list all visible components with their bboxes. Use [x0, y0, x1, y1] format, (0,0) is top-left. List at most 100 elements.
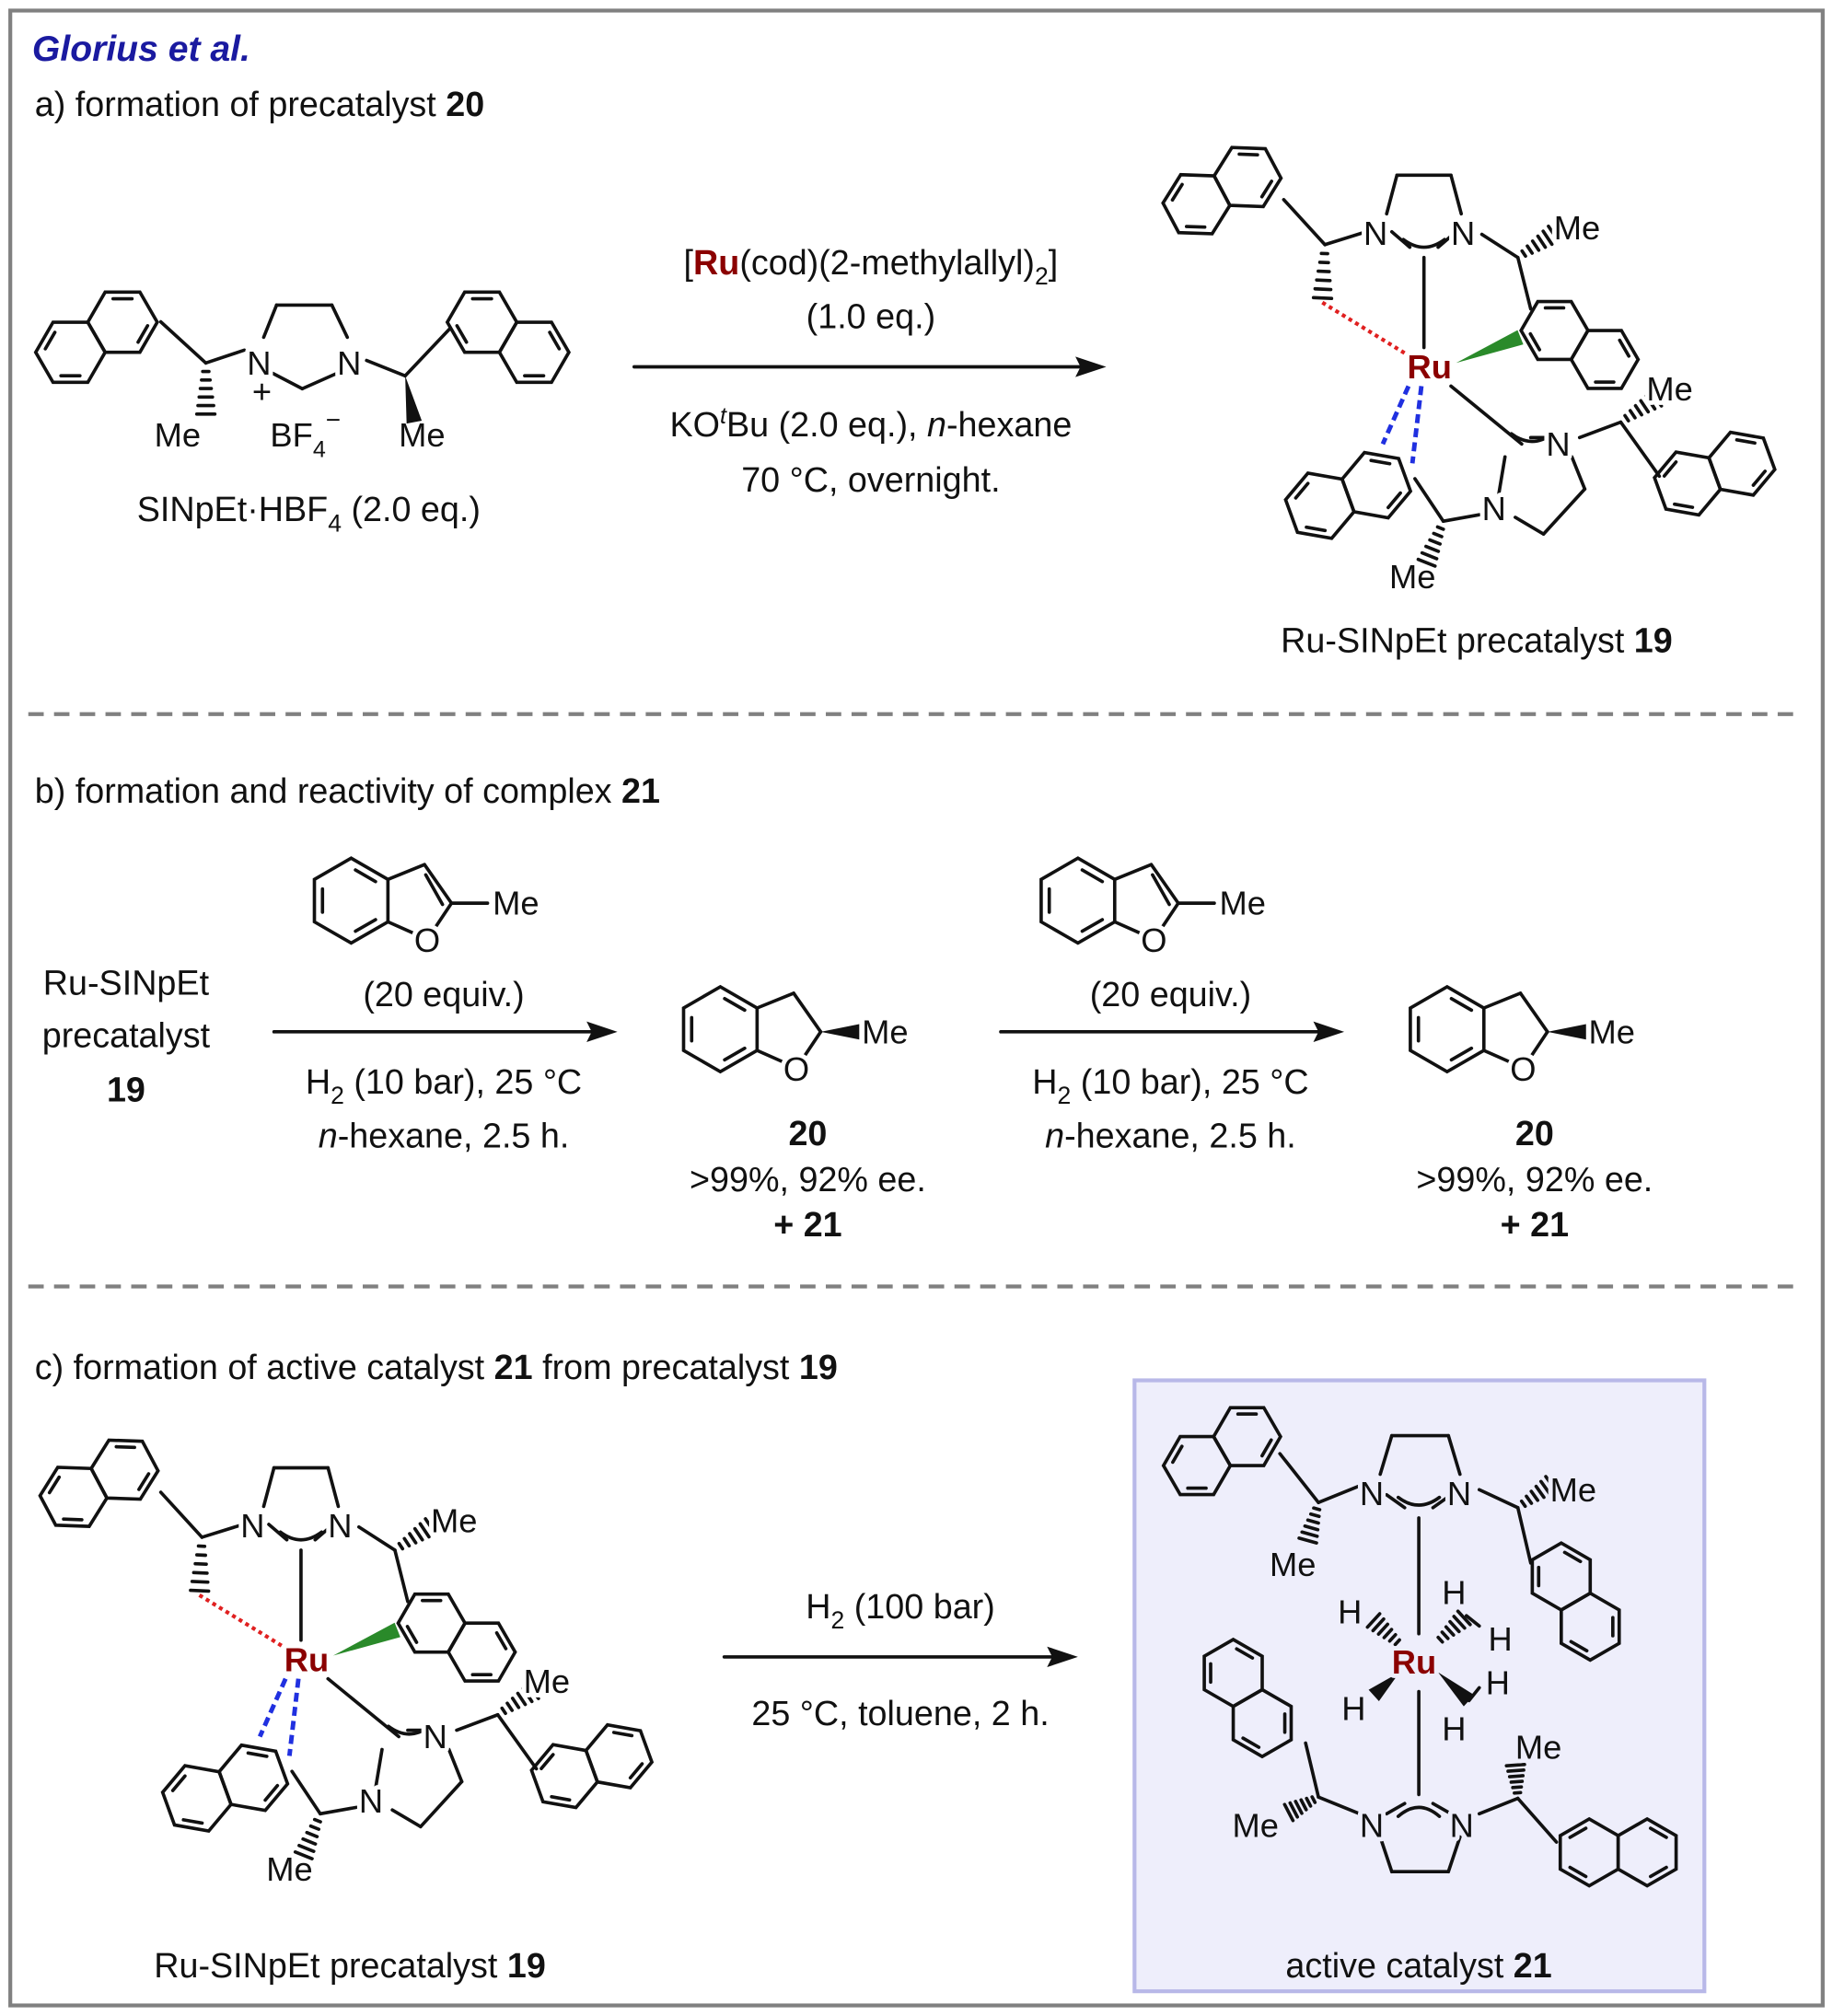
hashed-bond-stroke: [297, 1843, 316, 1853]
double-bond: [494, 1630, 508, 1651]
hashed-bond-stroke: [1534, 1484, 1546, 1500]
double-bond: [1751, 469, 1768, 487]
delocalization-arc: [1396, 1805, 1442, 1818]
atom-label: N: [1546, 425, 1570, 463]
hashed-bond-stroke: [1294, 1800, 1304, 1815]
bond: [1496, 455, 1507, 498]
bond: [423, 863, 454, 905]
double-bond: [47, 1475, 62, 1495]
double-bond: [1734, 438, 1757, 446]
ruthenium-label: Ru: [284, 1640, 329, 1678]
bond: [300, 371, 339, 391]
hashed-bond-stroke: [1623, 413, 1630, 423]
atom-label: Me: [1550, 1471, 1596, 1509]
atom-label: O: [783, 1050, 809, 1088]
atom-label: N: [423, 1718, 447, 1755]
pi-coordination: [1410, 386, 1424, 464]
atom-label: Me: [1515, 1728, 1561, 1766]
hashed-bond-stroke: [1371, 1616, 1386, 1633]
start-number: 19: [107, 1070, 145, 1108]
atom-label: H: [1486, 1663, 1510, 1701]
delocalization-arc: [1396, 1495, 1442, 1507]
hashed-bond-stroke: [1511, 1785, 1524, 1790]
bond: [803, 1030, 823, 1057]
step-condition: H2 (10 bar), 25 °C: [1032, 1062, 1308, 1109]
hashed-bond-stroke: [1644, 394, 1657, 411]
double-bond: [1568, 1826, 1588, 1839]
hashed-bond-stroke: [1520, 249, 1527, 259]
hashed-bond-stroke: [510, 1697, 521, 1709]
double-bond: [1235, 1647, 1255, 1660]
wedge-bond: [1456, 330, 1524, 364]
ru-reagent: [Ru(cod)(2-methylallyl)2]: [684, 243, 1059, 290]
h2-bond: [1467, 1686, 1481, 1703]
atom-label: H: [1442, 1710, 1466, 1748]
bond: [1515, 1505, 1533, 1565]
hashed-bond-stroke: [1507, 1774, 1526, 1778]
double-bond: [1569, 1639, 1589, 1653]
hashed-bond-stroke: [301, 1836, 318, 1846]
bond: [330, 303, 350, 340]
hashed-bond-stroke: [1297, 1536, 1318, 1545]
bond: [374, 1747, 384, 1790]
bond: [495, 1712, 539, 1771]
double-bond: [137, 1472, 151, 1491]
aromatic-ring: [86, 290, 159, 354]
aromatic-ring: [1340, 450, 1413, 520]
atom-label: N: [1360, 1475, 1384, 1512]
hashed-bond-stroke: [1420, 550, 1439, 561]
double-bond: [1294, 481, 1310, 500]
step-condition: H2 (10 bar), 25 °C: [306, 1062, 582, 1109]
double-bond: [1662, 460, 1678, 478]
double-bond: [548, 330, 562, 351]
byproduct-label: + 21: [1501, 1205, 1569, 1244]
hashed-bond-stroke: [1305, 1796, 1313, 1808]
double-bond: [611, 1731, 634, 1738]
ruthenium-label: Ru: [1408, 348, 1452, 386]
bond: [1385, 1802, 1407, 1816]
aromatic-ring: [1560, 1591, 1621, 1663]
bond: [1441, 513, 1481, 523]
bond: [1317, 1484, 1362, 1505]
bond: [434, 901, 454, 929]
catalyst-name: active catalyst 21: [1285, 1946, 1551, 1985]
step-condition: (20 equiv.): [1090, 975, 1251, 1014]
bond: [1436, 229, 1458, 249]
bond: [200, 1523, 245, 1539]
bond: [455, 1712, 500, 1732]
atom-label: Me: [1389, 558, 1435, 596]
double-bond: [1080, 868, 1105, 884]
hashed-bond-stroke: [1300, 1530, 1319, 1538]
step-condition: n-hexane, 2.5 h.: [319, 1117, 570, 1155]
atom-label: O: [1510, 1050, 1536, 1088]
h2-bond: [1464, 1614, 1481, 1628]
atom-label: N: [328, 1507, 352, 1545]
bond: [1514, 516, 1546, 536]
bond: [393, 1548, 410, 1604]
hashed-bond-stroke: [1525, 1494, 1534, 1505]
byproduct-label: + 21: [773, 1205, 841, 1244]
reagent-atom-labels: N + N Me BF4− Me: [155, 340, 446, 462]
hashed-bond-stroke: [1387, 1632, 1398, 1643]
step-condition: n-hexane, 2.5 h.: [1045, 1117, 1296, 1155]
double-bond: [1562, 1550, 1583, 1564]
double-bond: [43, 330, 57, 351]
step-condition: (20 equiv.): [363, 975, 524, 1014]
aromatic-ring: [584, 1722, 655, 1790]
pi-coordination: [286, 1678, 301, 1756]
aromatic-ring: [1231, 1687, 1294, 1759]
hashed-bond-stroke: [1538, 1479, 1552, 1497]
double-bond: [1184, 225, 1207, 229]
hashed-bond-stroke: [1526, 244, 1534, 255]
start-line1: Ru-SINpEt: [43, 963, 210, 1002]
atom-label: N: [1360, 1806, 1384, 1844]
bond: [158, 1490, 204, 1539]
aromatic-ring: [497, 320, 572, 385]
aromatic-ring: [1212, 145, 1283, 209]
hashed-bond-stroke: [1315, 278, 1332, 283]
atom-label: N: [1447, 1475, 1471, 1512]
double-bond: [1568, 1865, 1588, 1879]
bond: [1518, 991, 1549, 1034]
